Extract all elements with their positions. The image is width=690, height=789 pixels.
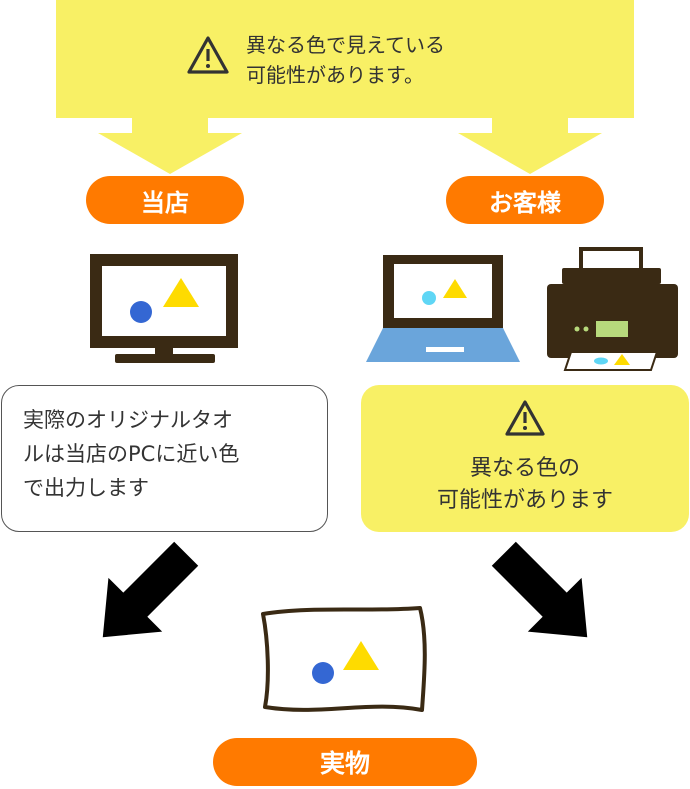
top-warning-line2: 可能性があります。	[246, 63, 424, 87]
customer-note-line2: 可能性があります	[436, 488, 613, 513]
arrow-to-store	[98, 118, 242, 174]
store-note-text: 実際のオリジナルタオ ルは当店のPCに近い色 で出力します	[23, 403, 323, 505]
store-label: 当店	[86, 176, 244, 224]
arrow-store-to-actual	[102, 541, 199, 638]
towel-icon	[261, 606, 427, 712]
arrow-customer-to-actual	[491, 541, 588, 638]
store-note-line1: 実際のオリジナルタオ	[23, 408, 233, 432]
top-warning-line1: 異なる色で見えている	[246, 33, 445, 57]
customer-note-line1: 異なる色の	[469, 456, 580, 481]
top-warning-text: 異なる色で見えている 可能性があります。	[246, 30, 576, 90]
store-monitor-icon	[90, 254, 238, 363]
laptop-icon	[366, 255, 520, 362]
warning-icon	[187, 36, 229, 74]
printer-icon	[547, 247, 678, 371]
actual-label: 実物	[213, 738, 477, 786]
arrow-to-customer	[458, 118, 602, 174]
store-note-box	[1, 385, 328, 532]
store-note-line2: ルは当店のPCに近い色	[23, 442, 240, 466]
customer-note-warning-icon	[505, 400, 545, 436]
customer-note-text: 異なる色の 可能性があります	[361, 453, 689, 517]
customer-label: お客様	[446, 176, 604, 224]
store-note-line3: で出力します	[23, 476, 149, 500]
